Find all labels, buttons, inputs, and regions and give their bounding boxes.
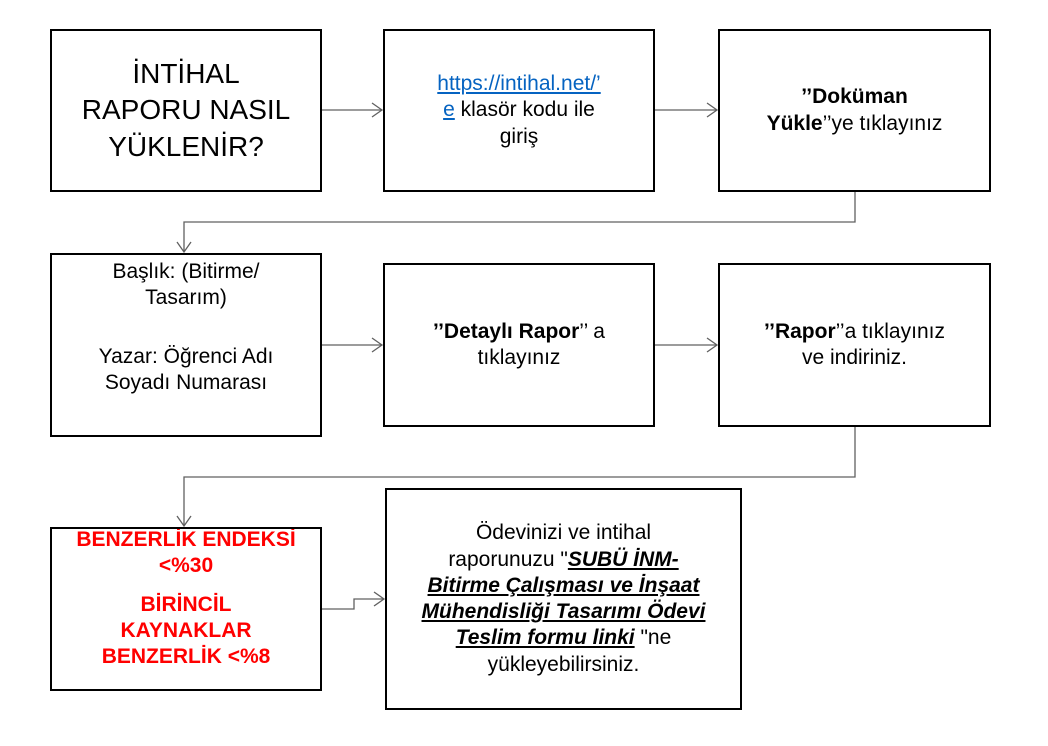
start-line-1: İNTİHAL [132, 57, 240, 89]
login-box: https://intihal.net/’ e klasör kodu ile … [383, 29, 655, 192]
arrow-upload-to-meta [176, 192, 856, 254]
report-line-1: ’’Rapor’’a tıklayınız [764, 319, 945, 345]
report-quote: ’’ [764, 319, 775, 343]
metadata-box: Başlık: (Bitirme/ Tasarım) Yazar: Öğrenc… [50, 253, 322, 437]
arrow-login-to-upload [655, 102, 719, 118]
author-field: Yazar: Öğrenci Adı Soyadı Numarası [99, 344, 274, 397]
submit-text-5b: "ne [634, 626, 672, 650]
report-line-2: ve indiriniz. [801, 346, 908, 369]
intihal-link-tail[interactable]: e [443, 98, 455, 122]
upload-rest: ’’ye tıklayınız [822, 111, 943, 135]
report-bold: Rapor [774, 319, 836, 343]
primary-sources: BİRİNCİL KAYNAKLAR BENZERLİK <%8 [102, 592, 271, 671]
similarity-box: BENZERLİK ENDEKSİ <%30 BİRİNCİL KAYNAKLA… [50, 527, 322, 691]
start-line-3: YÜKLENİR? [108, 130, 264, 162]
submit-line-3[interactable]: Bitirme Çalışması ve İnşaat [427, 573, 700, 597]
meta-line-2: Tasarım) [145, 286, 227, 310]
upload-bold-2: Yükle [766, 111, 823, 135]
report-box: ’’Rapor’’a tıklayınız ve indiriniz. [718, 263, 991, 427]
upload-line-1: ’’Doküman [801, 84, 908, 110]
detailed-report-box: ’’Detaylı Rapor’’ a tıklayınız [383, 263, 655, 427]
sim-line-2: <%30 [158, 554, 214, 578]
submit-line-4[interactable]: Mühendisliği Tasarımı Ödevi [421, 600, 706, 623]
submit-line-5: Teslim formu linki "ne [456, 625, 672, 651]
submit-line-6: yükleyebilirsiniz. [487, 652, 640, 676]
detailed-line-2: tıklayınız [477, 346, 561, 369]
submit-text-2a: raporunuzu " [448, 547, 568, 571]
submit-line-2: raporunuzu "SUBÜ İNM- [448, 547, 678, 573]
submit-form-link-5[interactable]: Teslim formu linki [455, 626, 635, 650]
start-box: İNTİHAL RAPORU NASIL YÜKLENİR? [50, 29, 322, 192]
upload-bold: Doküman [812, 85, 908, 109]
similarity-index: BENZERLİK ENDEKSİ <%30 [76, 528, 296, 580]
upload-quote: ’’ [801, 85, 813, 109]
start-line-2: RAPORU NASIL [81, 94, 291, 126]
meta-line-3: Yazar: Öğrenci Adı [98, 344, 274, 368]
detailed-rest: ’’ a [579, 319, 605, 343]
arrow-meta-to-detailed [322, 337, 384, 353]
title-field: Başlık: (Bitirme/ Tasarım) [52, 259, 320, 312]
detailed-bold: Detaylı Rapor [443, 319, 580, 343]
login-line-3: giriş [499, 124, 539, 148]
intihal-link[interactable]: https://intihal.net/’ [437, 72, 601, 96]
login-link-line: https://intihal.net/’ [437, 71, 600, 97]
arrow-detailed-to-report [655, 337, 719, 353]
submit-line-1: Ödevinizi ve intihal [475, 521, 652, 545]
detailed-line-1: ’’Detaylı Rapor’’ a [433, 319, 605, 345]
arrow-similarity-to-submit [322, 591, 386, 610]
upload-line-2: Yükle’’ye tıklayınız [767, 111, 943, 137]
meta-line-1: Başlık: (Bitirme/ [112, 260, 260, 283]
sim-line-3: BİRİNCİL [140, 592, 232, 616]
sim-line-4: KAYNAKLAR [120, 618, 252, 642]
meta-line-4: Soyadı Numarası [104, 371, 268, 394]
login-text: klasör kodu ile [454, 98, 595, 122]
upload-box: ’’Doküman Yükle’’ye tıklayınız [718, 29, 991, 192]
arrow-start-to-login [322, 102, 384, 118]
submit-form-link-1[interactable]: SUBÜ İNM- [567, 547, 679, 571]
detailed-quote: ’’ [433, 319, 444, 343]
submit-box: Ödevinizi ve intihal raporunuzu "SUBÜ İN… [385, 488, 742, 710]
sim-line-5: BENZERLİK <%8 [101, 645, 271, 668]
report-rest: ’’a tıklayınız [835, 319, 945, 343]
sim-line-1: BENZERLİK ENDEKSİ [76, 528, 296, 551]
login-line-2: e klasör kodu ile [443, 97, 595, 123]
